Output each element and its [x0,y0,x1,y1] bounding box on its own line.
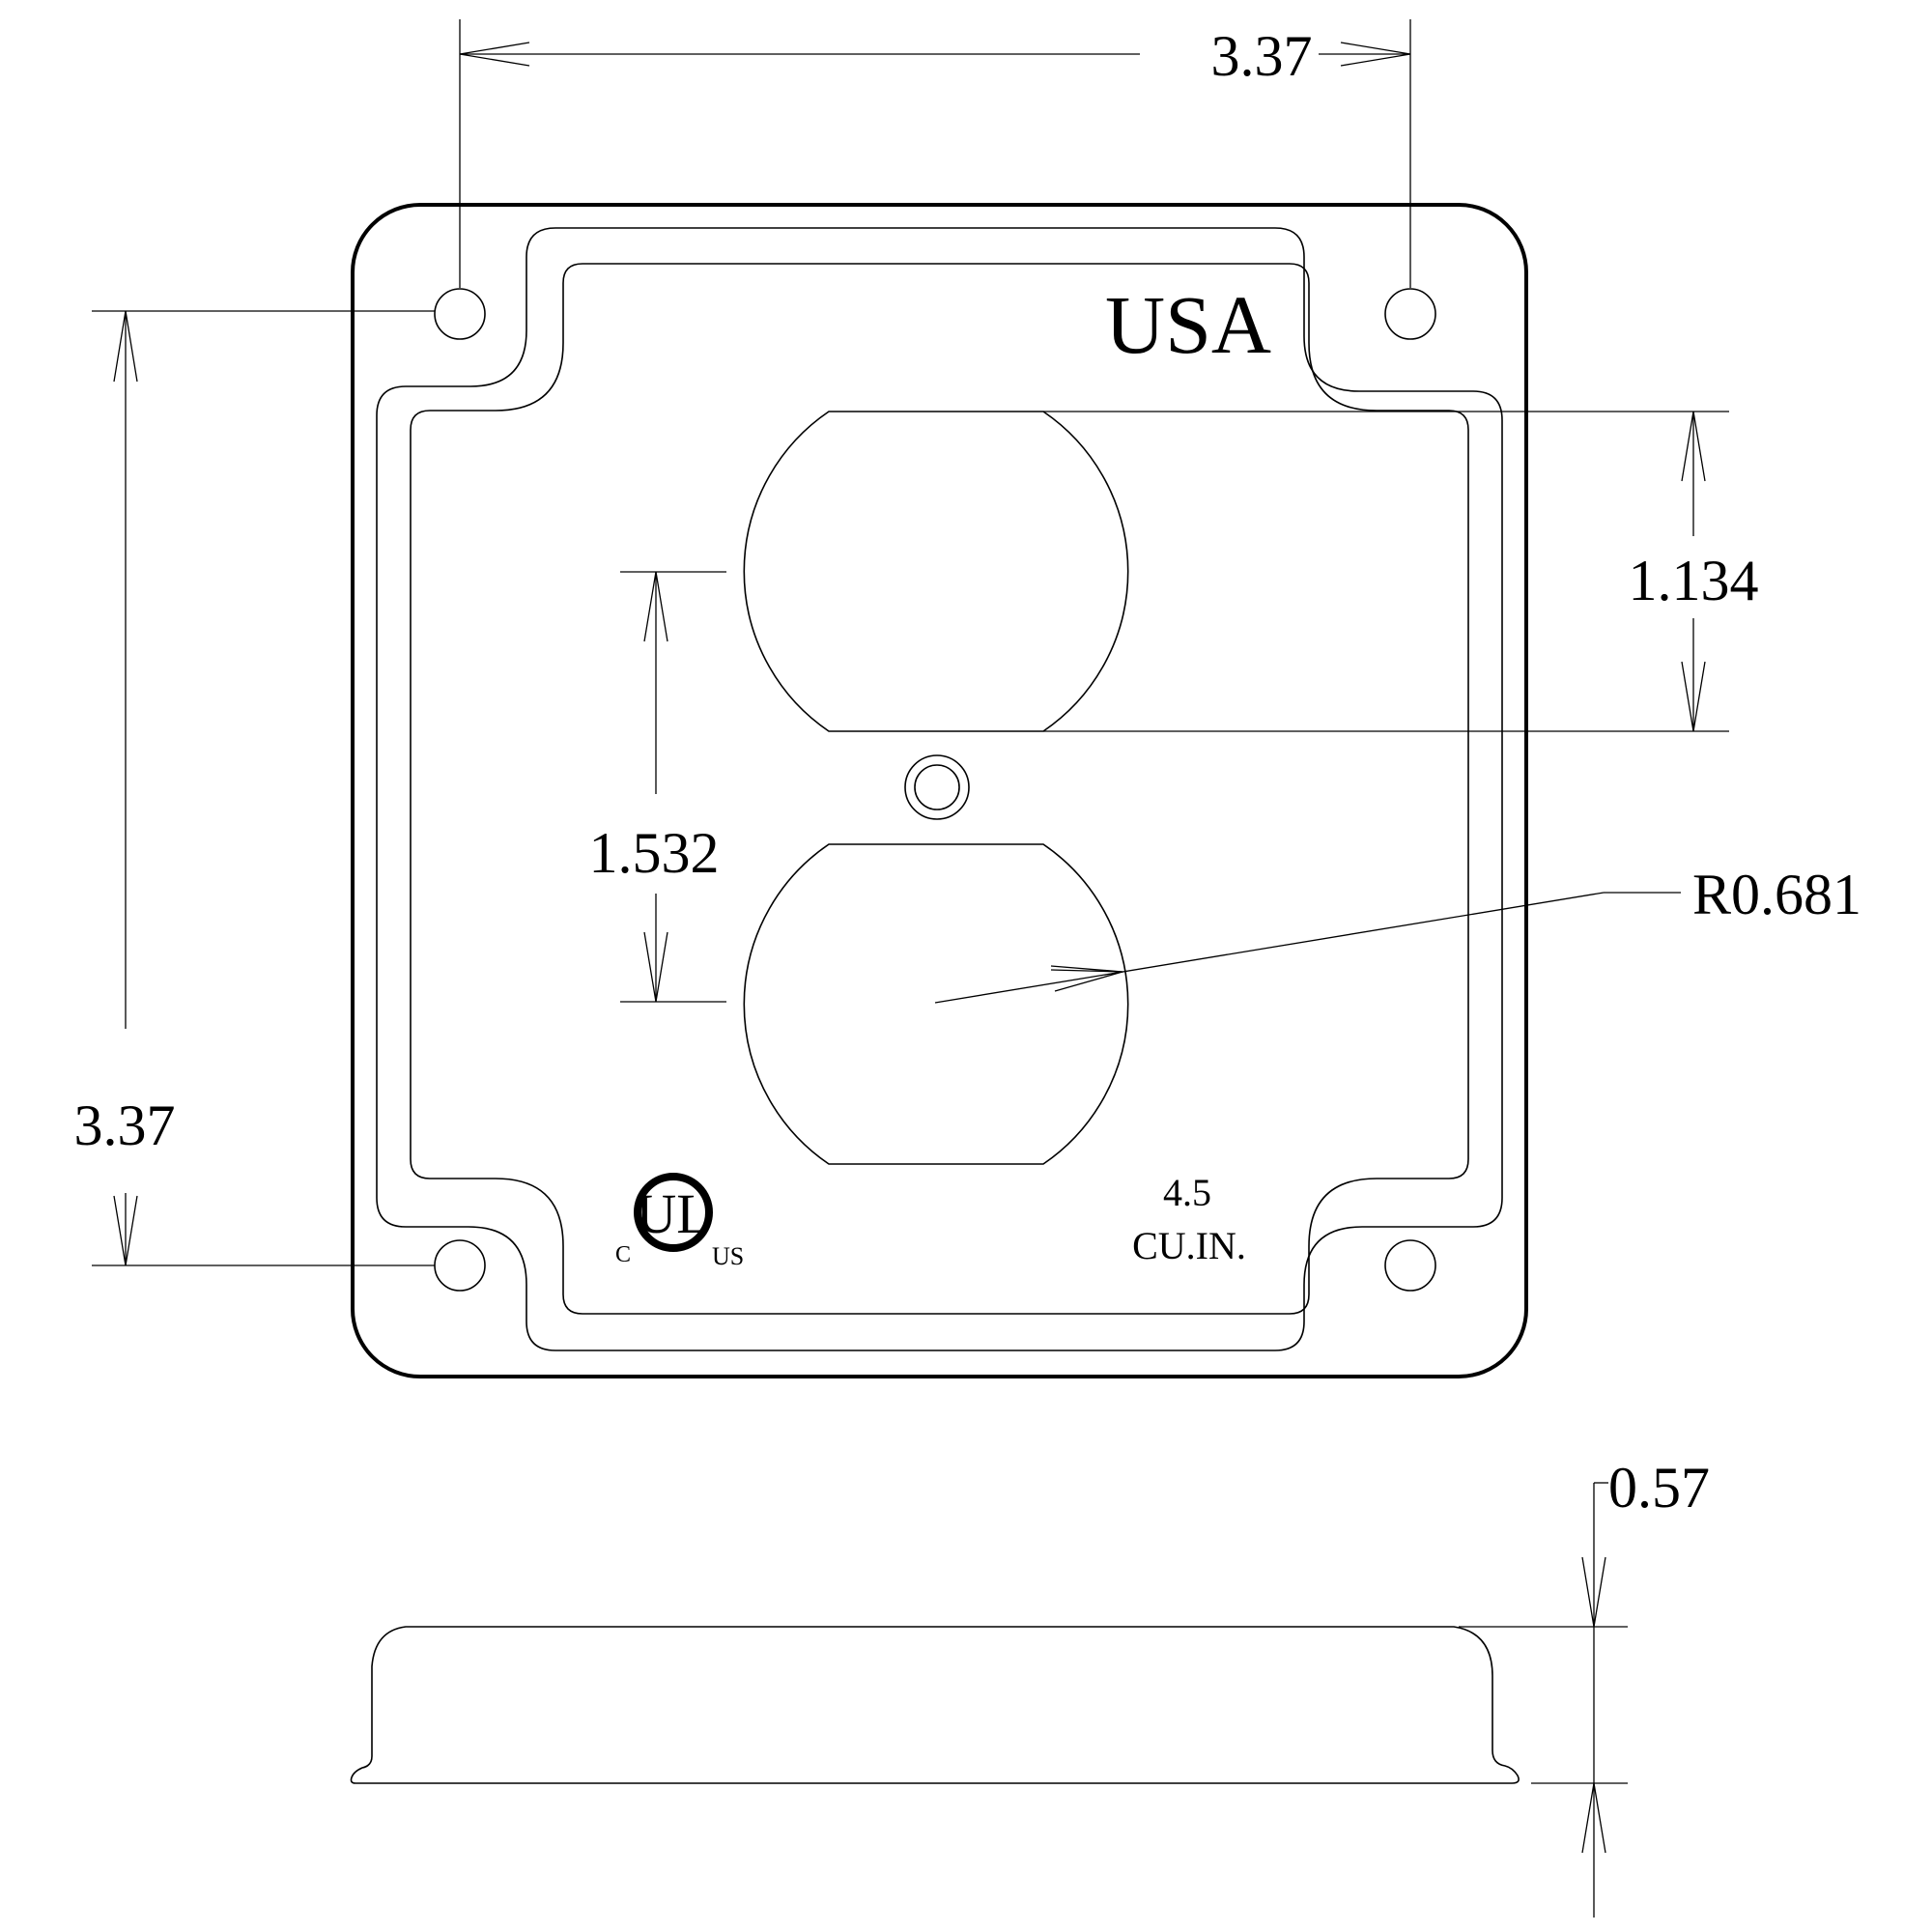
dimension-label-opening-spacing: 1.532 [589,821,720,885]
arrow-head-down [113,1195,138,1266]
arrow-head-left [459,42,530,67]
ul-listing-mark: UL C US [615,1173,744,1270]
ul-mark-ring [634,1173,713,1252]
mounting-hole-bottom-left [434,1239,486,1292]
arrow-head-depth-top [1581,1556,1606,1628]
dimension-label-top-width: 3.37 [1211,24,1313,88]
dimension-opening-spacing: 1.532 [589,571,726,1003]
dimension-label-opening-height: 1.134 [1629,549,1759,612]
arrow-head-depth-bottom [1581,1782,1606,1854]
arrow-head-opening-down [1681,661,1706,732]
plate-top-view: USA 4.5 CU.IN. UL C US [351,203,1528,1378]
center-screw-hole-inner [914,764,960,810]
side-profile [350,1626,1520,1784]
ul-mark-letters: UL [636,1182,710,1245]
dimension-label-side-depth: 0.57 [1608,1456,1710,1520]
plate-outer-edge [351,203,1528,1378]
plate-country-marking: USA [1105,278,1271,371]
plate-emboss-outer [376,227,1503,1351]
dimension-label-opening-radius: R0.681 [1692,863,1861,926]
mounting-hole-bottom-right [1384,1239,1436,1292]
dimension-opening-height: 1.134 [1043,411,1759,732]
mounting-hole-top-left [434,288,486,340]
dimension-opening-radius: R0.681 [934,863,1861,1004]
radius-leader-line [934,892,1605,1004]
capacity-value: 4.5 [1163,1171,1211,1214]
arrow-head-opening-up [1681,411,1706,482]
plate-emboss-inner [410,263,1469,1315]
receptacle-opening-lower [743,843,1129,1165]
center-screw-hole-outer [904,754,970,820]
ul-mark-canada-label: C [615,1242,631,1267]
dimension-label-left-height: 3.37 [74,1094,176,1157]
capacity-unit: CU.IN. [1132,1224,1246,1267]
mounting-hole-top-right [1384,288,1436,340]
arrow-head-right [1340,42,1411,67]
dimension-side-depth: 0.57 [1459,1456,1710,1918]
dimension-left-height: 3.37 [74,310,435,1266]
arrow-head-spacing-up [643,571,668,642]
arrow-head-up [113,310,138,383]
arrow-head-spacing-down [643,931,668,1003]
receptacle-opening-upper [743,411,1129,732]
plate-side-view [350,1626,1520,1784]
radius-arrow-tail [1050,969,1123,973]
dimension-top-width: 3.37 [459,19,1411,288]
ul-mark-us-label: US [712,1242,744,1270]
